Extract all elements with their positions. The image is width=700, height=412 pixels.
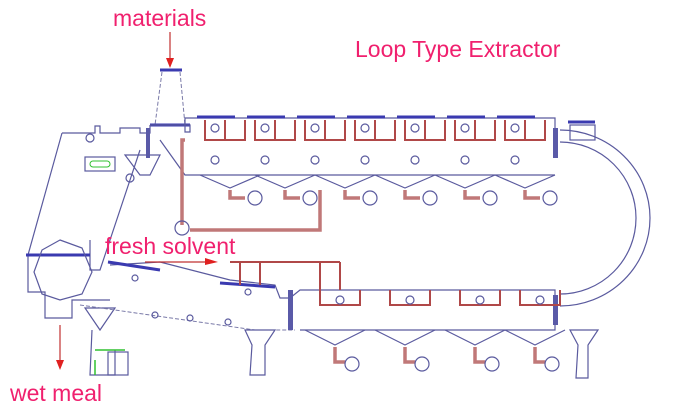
sight-glass <box>405 295 415 305</box>
spray-pipe <box>404 120 446 141</box>
sight-glass <box>460 123 470 133</box>
pump <box>482 190 498 206</box>
hopper <box>304 329 366 346</box>
spray-pipe <box>504 120 546 141</box>
sight-glass <box>410 123 420 133</box>
drain-pipe <box>523 190 540 200</box>
sight-glass <box>535 295 545 305</box>
spray-pipe <box>389 290 431 306</box>
spray-pipe <box>354 120 396 141</box>
inclined-section <box>79 260 295 376</box>
manhole <box>510 155 520 165</box>
manhole <box>460 155 470 165</box>
drain-pipe <box>333 347 345 364</box>
hopper <box>374 174 436 189</box>
spray-pipe <box>454 120 496 141</box>
spray-pipe <box>304 120 346 141</box>
loop-bend <box>559 120 651 307</box>
sight-glass <box>210 123 220 133</box>
discharge-drive <box>56 307 129 376</box>
wet-meal-label: wet meal <box>10 380 103 406</box>
pump <box>174 220 190 236</box>
sight-glass <box>510 123 520 133</box>
drain-pipe <box>403 190 420 200</box>
pump <box>542 190 558 206</box>
fresh-solvent-label: fresh solvent <box>105 233 236 259</box>
sight-glass <box>260 123 270 133</box>
manhole <box>210 155 220 165</box>
sight-glass <box>335 295 345 305</box>
spray-pipe <box>204 120 246 141</box>
sight-glass <box>475 295 485 305</box>
lower-extraction-section <box>288 289 600 379</box>
manhole <box>410 155 420 165</box>
drain-pipe <box>463 190 480 200</box>
pump <box>247 190 263 206</box>
manhole <box>360 155 370 165</box>
materials-arrow <box>166 32 174 68</box>
hopper <box>374 329 436 346</box>
hopper <box>199 174 261 189</box>
drain-pipe <box>343 190 360 200</box>
drain-pipe <box>228 190 245 200</box>
diagram-title: Loop Type Extractor <box>355 36 561 62</box>
hopper <box>254 174 316 189</box>
spray-pipe <box>254 120 296 141</box>
hopper <box>434 174 496 189</box>
left-tower <box>26 125 161 319</box>
feed-hopper <box>150 68 190 127</box>
sight-glass <box>360 123 370 133</box>
drain-pipe <box>283 190 300 200</box>
pump <box>422 190 438 206</box>
sight-glass <box>310 123 320 133</box>
pump <box>484 356 500 372</box>
spray-pipe <box>319 290 361 306</box>
pump <box>544 356 560 372</box>
drain-pipe <box>473 347 485 364</box>
materials-label: materials <box>113 5 207 31</box>
spray-pipe <box>459 290 501 306</box>
spray-pipe <box>519 290 561 306</box>
pump <box>414 356 430 372</box>
pump <box>362 190 378 206</box>
manhole <box>260 155 270 165</box>
upper-extraction-section <box>150 115 558 236</box>
drain-pipe <box>403 347 415 364</box>
pump <box>302 190 318 206</box>
pump <box>344 356 360 372</box>
hopper <box>504 329 566 346</box>
recycle-pipe <box>180 138 322 232</box>
fresh-solvent-arrow <box>145 258 341 290</box>
hopper <box>494 174 556 189</box>
hopper <box>444 329 506 346</box>
hopper <box>314 174 376 189</box>
discharge-wheel <box>33 239 93 301</box>
manhole <box>310 155 320 165</box>
drain-pipe <box>533 347 545 364</box>
